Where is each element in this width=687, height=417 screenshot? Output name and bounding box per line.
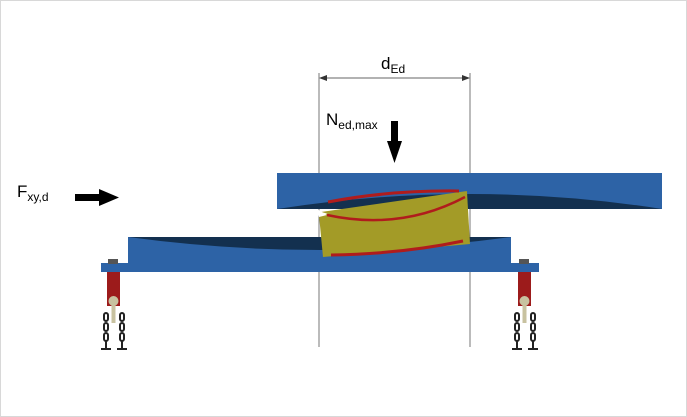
displacement-dimension-arrow bbox=[319, 75, 470, 81]
vertical-load-arrow bbox=[387, 121, 402, 163]
sliding-block bbox=[317, 189, 470, 257]
anchor-right bbox=[512, 259, 538, 350]
horizontal-force-arrow bbox=[75, 189, 119, 206]
bottom-plate bbox=[101, 237, 539, 272]
horizontal-force-label: Fxy,d bbox=[17, 182, 49, 204]
top-plate bbox=[277, 173, 662, 209]
vertical-load-label: Ned,max bbox=[326, 110, 378, 132]
anchor-left bbox=[101, 259, 127, 350]
displacement-label: dEd bbox=[381, 54, 406, 76]
